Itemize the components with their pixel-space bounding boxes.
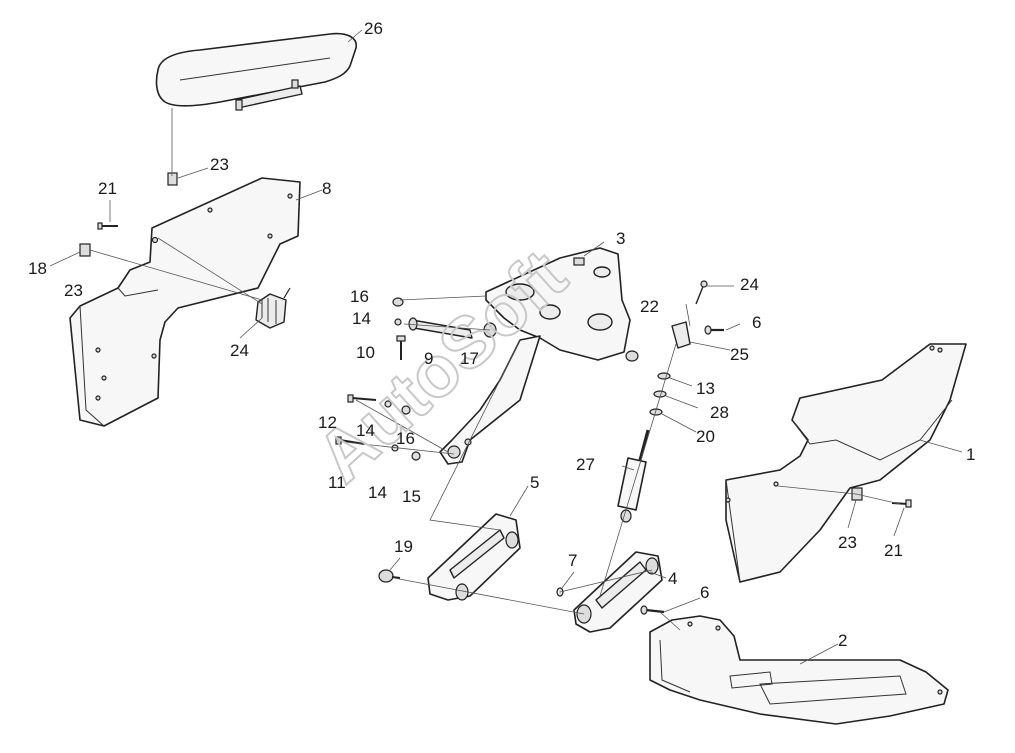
part-6-pin-lower — [640, 605, 665, 615]
callout-25: 25 — [730, 345, 749, 364]
part-14-ring-mid — [384, 400, 392, 408]
callout-23-right: 23 — [838, 533, 857, 552]
callout-19: 19 — [394, 537, 413, 556]
callout-13: 13 — [696, 379, 715, 398]
callout-14-mid: 14 — [356, 421, 375, 440]
callout-8: 8 — [322, 179, 331, 198]
callout-6-upper: 6 — [752, 313, 761, 332]
callout-3: 3 — [616, 229, 625, 248]
callout-16-upper: 16 — [350, 287, 369, 306]
callout-28: 28 — [710, 403, 729, 422]
part-23-clip-left — [79, 243, 91, 257]
part-15-nut — [411, 451, 421, 461]
part-24-switch-left — [255, 287, 291, 329]
part-2-base-plate — [649, 615, 949, 725]
callout-24-left: 24 — [230, 341, 249, 360]
callout-14-upper: 14 — [352, 309, 371, 328]
part-4-hinge-bracket — [573, 551, 663, 633]
part-3-mounting-bracket — [485, 247, 639, 362]
callout-21-right: 21 — [884, 541, 903, 560]
part-22-damper-mount — [671, 321, 691, 349]
part-14-ring-upper — [394, 318, 402, 326]
callout-9: 9 — [424, 349, 433, 368]
callout-23-left: 23 — [64, 281, 83, 300]
part-10-bolt — [396, 335, 406, 360]
callout-leaders — [49, 29, 963, 665]
callout-20: 20 — [696, 427, 715, 446]
callout-21-left: 21 — [98, 179, 117, 198]
part-8-left-side-panel — [69, 177, 301, 427]
callout-23-upper: 23 — [210, 155, 229, 174]
part-9-pin — [408, 317, 473, 339]
part-21-screw-right — [891, 499, 912, 508]
part-12-bolt — [347, 394, 377, 403]
callout-7: 7 — [568, 551, 577, 570]
callout-labels: 26 23 21 8 18 23 24 3 24 16 22 6 14 10 9… — [28, 19, 975, 650]
callout-15: 15 — [402, 487, 421, 506]
callout-1: 1 — [966, 445, 975, 464]
part-19-bolt — [378, 569, 401, 583]
part-6-pin-upper — [704, 325, 724, 335]
callout-10: 10 — [356, 343, 375, 362]
callout-26: 26 — [364, 19, 383, 38]
callout-27: 27 — [576, 455, 595, 474]
part-26-armrest-cushion — [155, 32, 357, 111]
callout-11: 11 — [328, 473, 346, 492]
part-11-bolt — [335, 436, 365, 445]
part-27-gas-strut — [617, 429, 650, 523]
callout-12: 12 — [318, 413, 337, 432]
callout-6-lower: 6 — [700, 583, 709, 602]
callout-24-right: 24 — [740, 275, 759, 294]
part-23-clip-upper — [167, 172, 178, 186]
part-5-slide-bracket — [427, 513, 521, 601]
callout-18: 18 — [28, 259, 47, 278]
callout-22: 22 — [640, 297, 659, 316]
watermark-text: AutoSoft — [302, 235, 581, 498]
part-1-right-side-panel — [725, 343, 967, 583]
callout-16-mid: 16 — [396, 429, 415, 448]
callout-5: 5 — [530, 473, 539, 492]
part-21-screw-left — [97, 222, 118, 230]
part-16-washer-upper — [392, 297, 404, 307]
callout-17: 17 — [460, 349, 479, 368]
callout-2: 2 — [838, 631, 847, 650]
part-16-washer-mid — [401, 405, 411, 415]
callout-4: 4 — [668, 569, 677, 588]
part-24-switch-right — [695, 280, 708, 305]
callout-14-lower: 14 — [368, 483, 387, 502]
assembly-lines — [89, 108, 901, 631]
part-13-ring — [657, 372, 671, 380]
